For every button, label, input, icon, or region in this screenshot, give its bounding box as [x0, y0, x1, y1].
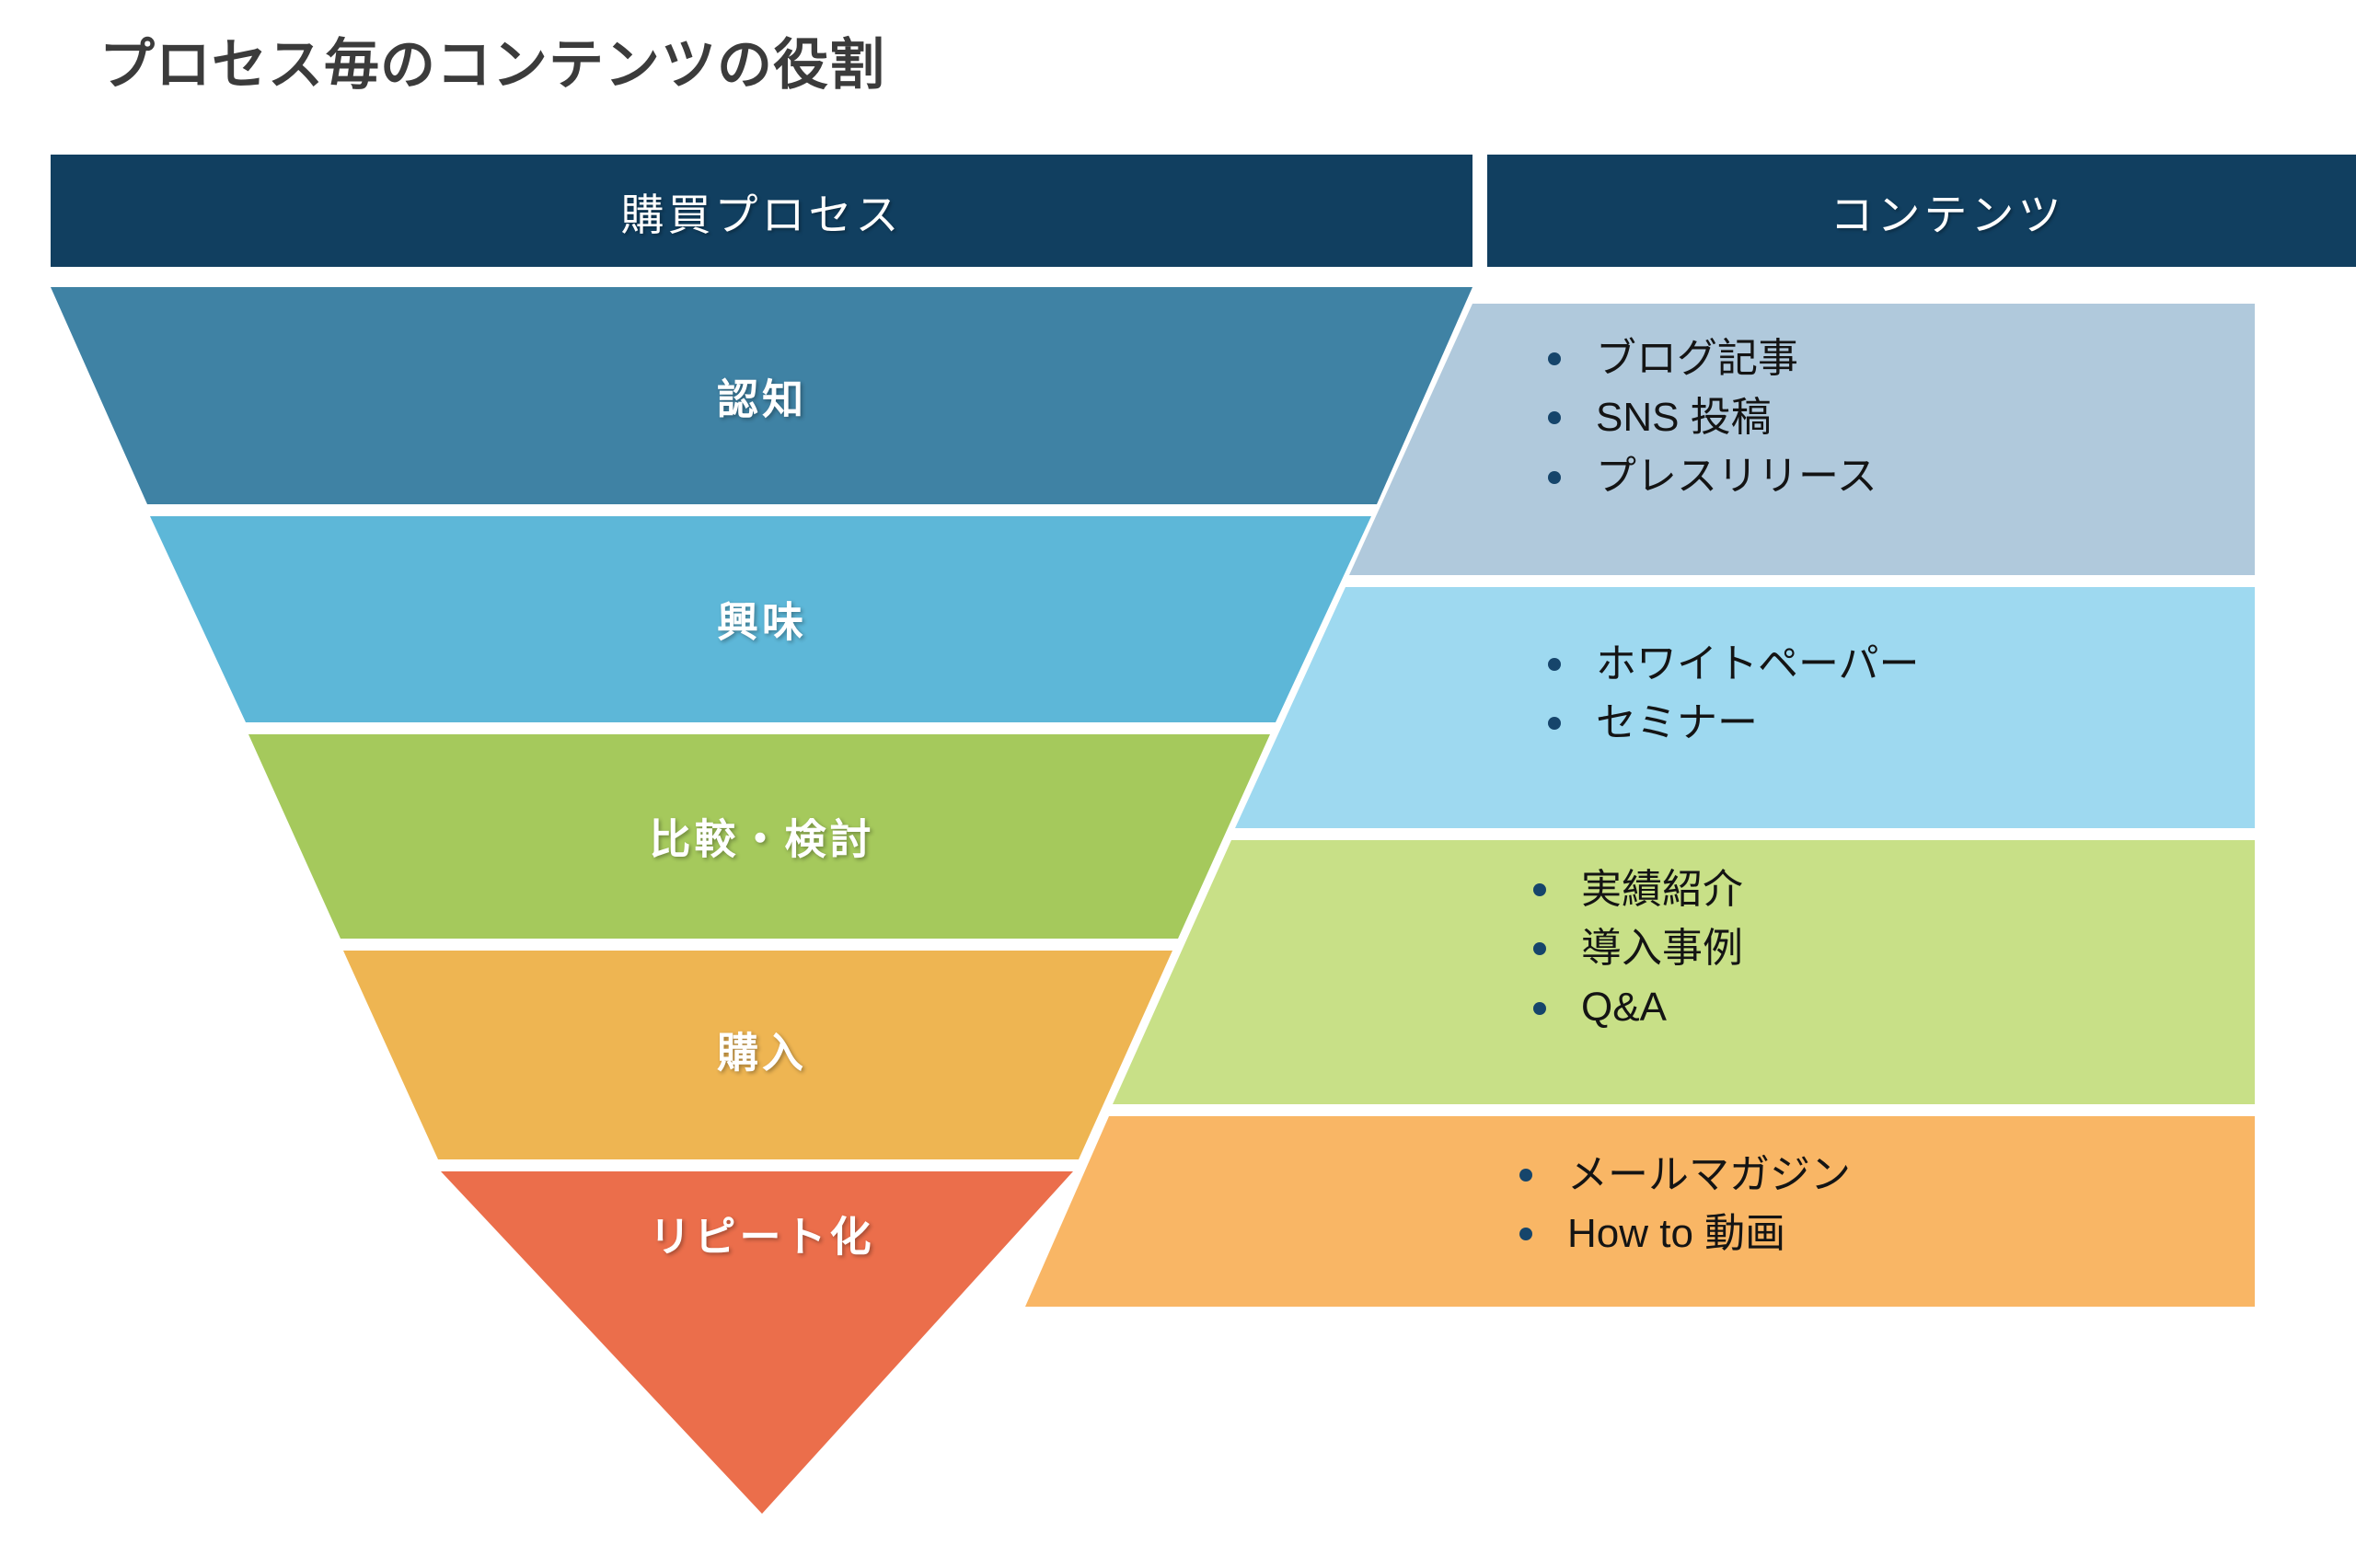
bullet-icon [1548, 717, 1561, 731]
content-list-3: 実績紹介 導入事例 Q&A [1528, 860, 1743, 1038]
list-item-label: SNS 投稿 [1596, 395, 1772, 441]
content-panel-3 [1113, 840, 2255, 1104]
content-list-1: ブログ記事 SNS 投稿 プレスリリース [1542, 329, 1877, 507]
list-item: メールマガジン [1514, 1146, 1851, 1205]
column-header-content: コンテンツ [1487, 155, 2356, 267]
list-item: ブログ記事 [1542, 329, 1877, 388]
bullet-icon [1548, 658, 1561, 672]
list-item-label: プレスリリース [1596, 454, 1877, 500]
list-item: セミナー [1542, 694, 1920, 753]
bullet-icon [1533, 883, 1546, 897]
column-header-process: 購買プロセス [51, 155, 1472, 267]
content-list-4: メールマガジン How to 動画 [1514, 1146, 1851, 1263]
list-item-label: How to 動画 [1567, 1211, 1786, 1257]
funnel-band-ninchi [51, 287, 1472, 504]
list-item: ホワイトペーパー [1542, 635, 1920, 694]
list-item: SNS 投稿 [1542, 388, 1877, 447]
list-item: プレスリリース [1542, 447, 1877, 506]
content-panel-2 [1235, 587, 2255, 828]
funnel-band-kyomi [150, 516, 1371, 722]
bullet-icon [1548, 411, 1561, 425]
bullet-icon [1519, 1169, 1532, 1182]
bullet-icon [1548, 352, 1561, 366]
bullet-icon [1533, 942, 1546, 956]
funnel-band-kounyu [343, 951, 1172, 1159]
list-item: Q&A [1528, 978, 1743, 1037]
content-panels [1025, 304, 2255, 1307]
list-item-label: ホワイトペーパー [1596, 641, 1920, 686]
column-header-content-label: コンテンツ [1830, 190, 2065, 239]
list-item: 実績紹介 [1528, 860, 1743, 919]
list-item-label: セミナー [1596, 700, 1758, 746]
bullet-icon [1548, 470, 1561, 484]
column-header-process-label: 購買プロセス [620, 190, 903, 239]
list-item-label: ブログ記事 [1596, 336, 1798, 381]
funnel-bands [51, 287, 1472, 1514]
content-panel-1 [1349, 304, 2255, 575]
list-item: How to 動画 [1514, 1205, 1851, 1263]
list-item-label: 導入事例 [1581, 926, 1743, 972]
list-item-label: メールマガジン [1567, 1152, 1851, 1197]
list-item-label: 実績紹介 [1581, 867, 1743, 912]
list-item-label: Q&A [1581, 985, 1667, 1031]
funnel-band-hikaku [248, 734, 1270, 939]
content-list-2: ホワイトペーパー セミナー [1542, 635, 1920, 753]
bullet-icon [1519, 1228, 1532, 1241]
funnel-band-repeat [441, 1171, 1073, 1514]
content-panel-4 [1025, 1116, 2255, 1307]
list-item: 導入事例 [1528, 919, 1743, 978]
page-title: プロセス毎のコンテンツの役割 [99, 34, 885, 96]
bullet-icon [1533, 1001, 1546, 1015]
